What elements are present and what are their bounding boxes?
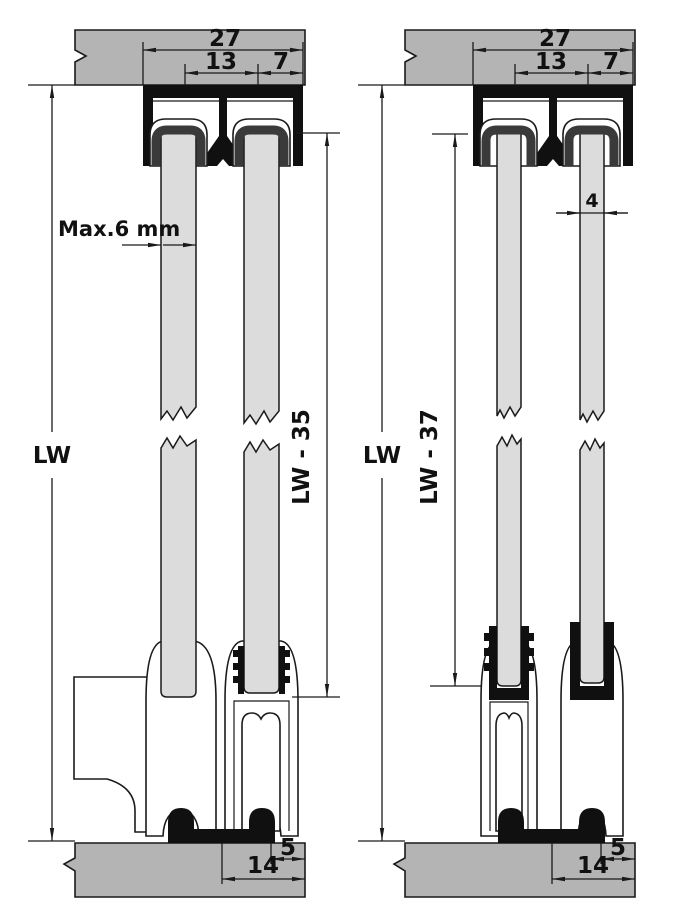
dim-label-clear-height: LW bbox=[363, 443, 401, 469]
guide-roller-wheel bbox=[241, 712, 281, 832]
gasket-tooth bbox=[233, 663, 238, 670]
dim-label-floor-edge: 5 bbox=[610, 835, 626, 861]
left-section-view: 27 13 7 LW LW - 35 Max.6 mm 14 5 bbox=[28, 26, 340, 898]
ceiling-slab-right bbox=[404, 29, 636, 86]
note-label-max-glass: Max.6 mm bbox=[58, 217, 180, 241]
gasket-tooth bbox=[285, 663, 290, 670]
floor-guide-left bbox=[168, 808, 275, 843]
glass-panel-inner-upper bbox=[243, 130, 280, 426]
dim-label-floor-guide: 14 bbox=[247, 853, 279, 879]
gasket-strip bbox=[238, 646, 244, 694]
dim-label-track-inner: 13 bbox=[205, 49, 237, 75]
gasket-tooth bbox=[484, 633, 489, 641]
gasket-tooth bbox=[285, 650, 290, 657]
glass-thickness-dimension: 4 bbox=[556, 190, 628, 216]
glass-height-dimension: LW - 35 bbox=[289, 132, 340, 698]
glass-panel-outer-lower bbox=[160, 434, 197, 698]
gasket-tooth bbox=[233, 676, 238, 683]
dim-label-clear-height: LW bbox=[33, 443, 71, 469]
dim-label-glass-thickness: 4 bbox=[585, 190, 598, 212]
glass-thickness-note: Max.6 mm bbox=[58, 217, 196, 248]
gasket-tooth bbox=[233, 650, 238, 657]
guide-roller-wheel bbox=[495, 712, 523, 832]
gasket-base bbox=[489, 688, 529, 700]
glass-shoe-u-channel bbox=[570, 622, 614, 700]
dim-label-track-width: 27 bbox=[209, 26, 241, 52]
clamp-gasket bbox=[484, 626, 534, 700]
right-section-view: 27 13 7 LW LW - 37 4 14 5 bbox=[358, 26, 636, 898]
dim-label-track-inner: 13 bbox=[535, 49, 567, 75]
ceiling-slab-left bbox=[74, 29, 306, 86]
gasket-tooth bbox=[484, 648, 489, 656]
glass-height-dimension: LW - 37 bbox=[417, 133, 481, 687]
gasket-tooth bbox=[484, 663, 489, 671]
dim-label-glass-height: LW - 35 bbox=[289, 409, 315, 505]
roller-cavity bbox=[233, 700, 290, 831]
gasket-tooth bbox=[529, 663, 534, 671]
glass-panel-inner-lower bbox=[243, 438, 280, 694]
glass-panel-outer-lower bbox=[496, 433, 522, 687]
dim-label-track-width: 27 bbox=[539, 26, 571, 52]
glass-panel-outer-upper bbox=[160, 130, 197, 422]
dim-label-track-edge: 7 bbox=[603, 49, 619, 75]
clamp-gasket bbox=[233, 646, 290, 694]
gasket-strip bbox=[279, 646, 285, 694]
glass-panel-outer-upper bbox=[496, 130, 522, 420]
gasket-tooth bbox=[529, 633, 534, 641]
roller-cavity bbox=[489, 701, 529, 831]
floor-guide-right bbox=[498, 808, 605, 843]
dim-label-track-edge: 7 bbox=[273, 49, 289, 75]
wall-jamb-profile bbox=[73, 676, 158, 833]
dim-label-floor-edge: 5 bbox=[280, 835, 296, 861]
dim-label-floor-guide: 14 bbox=[577, 853, 609, 879]
glass-panel-inner-lower bbox=[579, 437, 605, 684]
gasket-tooth bbox=[529, 648, 534, 656]
glass-panel-inner-upper bbox=[579, 130, 605, 424]
gasket-strip bbox=[489, 626, 497, 692]
gasket-tooth bbox=[285, 676, 290, 683]
dim-label-glass-height: LW - 37 bbox=[417, 409, 443, 505]
gasket-strip bbox=[521, 626, 529, 692]
